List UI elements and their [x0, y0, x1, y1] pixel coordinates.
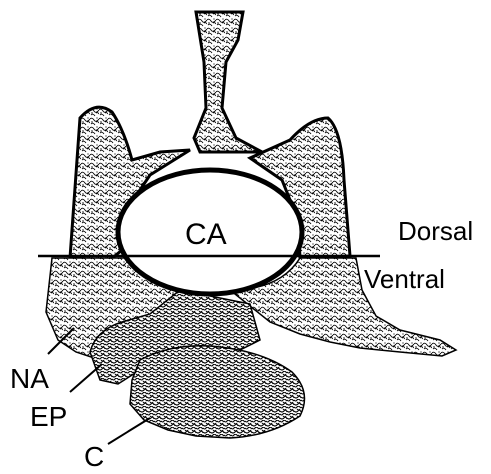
centrum-region [130, 346, 305, 438]
canal-label: CA [185, 218, 227, 251]
c-leader-line [108, 418, 150, 444]
epiphysis-label: EP [30, 401, 67, 432]
ep-leader-line [70, 364, 102, 392]
ventral-label: Ventral [364, 264, 445, 294]
dorsal-label: Dorsal [398, 216, 473, 246]
neural-spine [194, 12, 262, 152]
centrum-label: C [84, 441, 104, 472]
neural-arch-label: NA [10, 363, 49, 394]
